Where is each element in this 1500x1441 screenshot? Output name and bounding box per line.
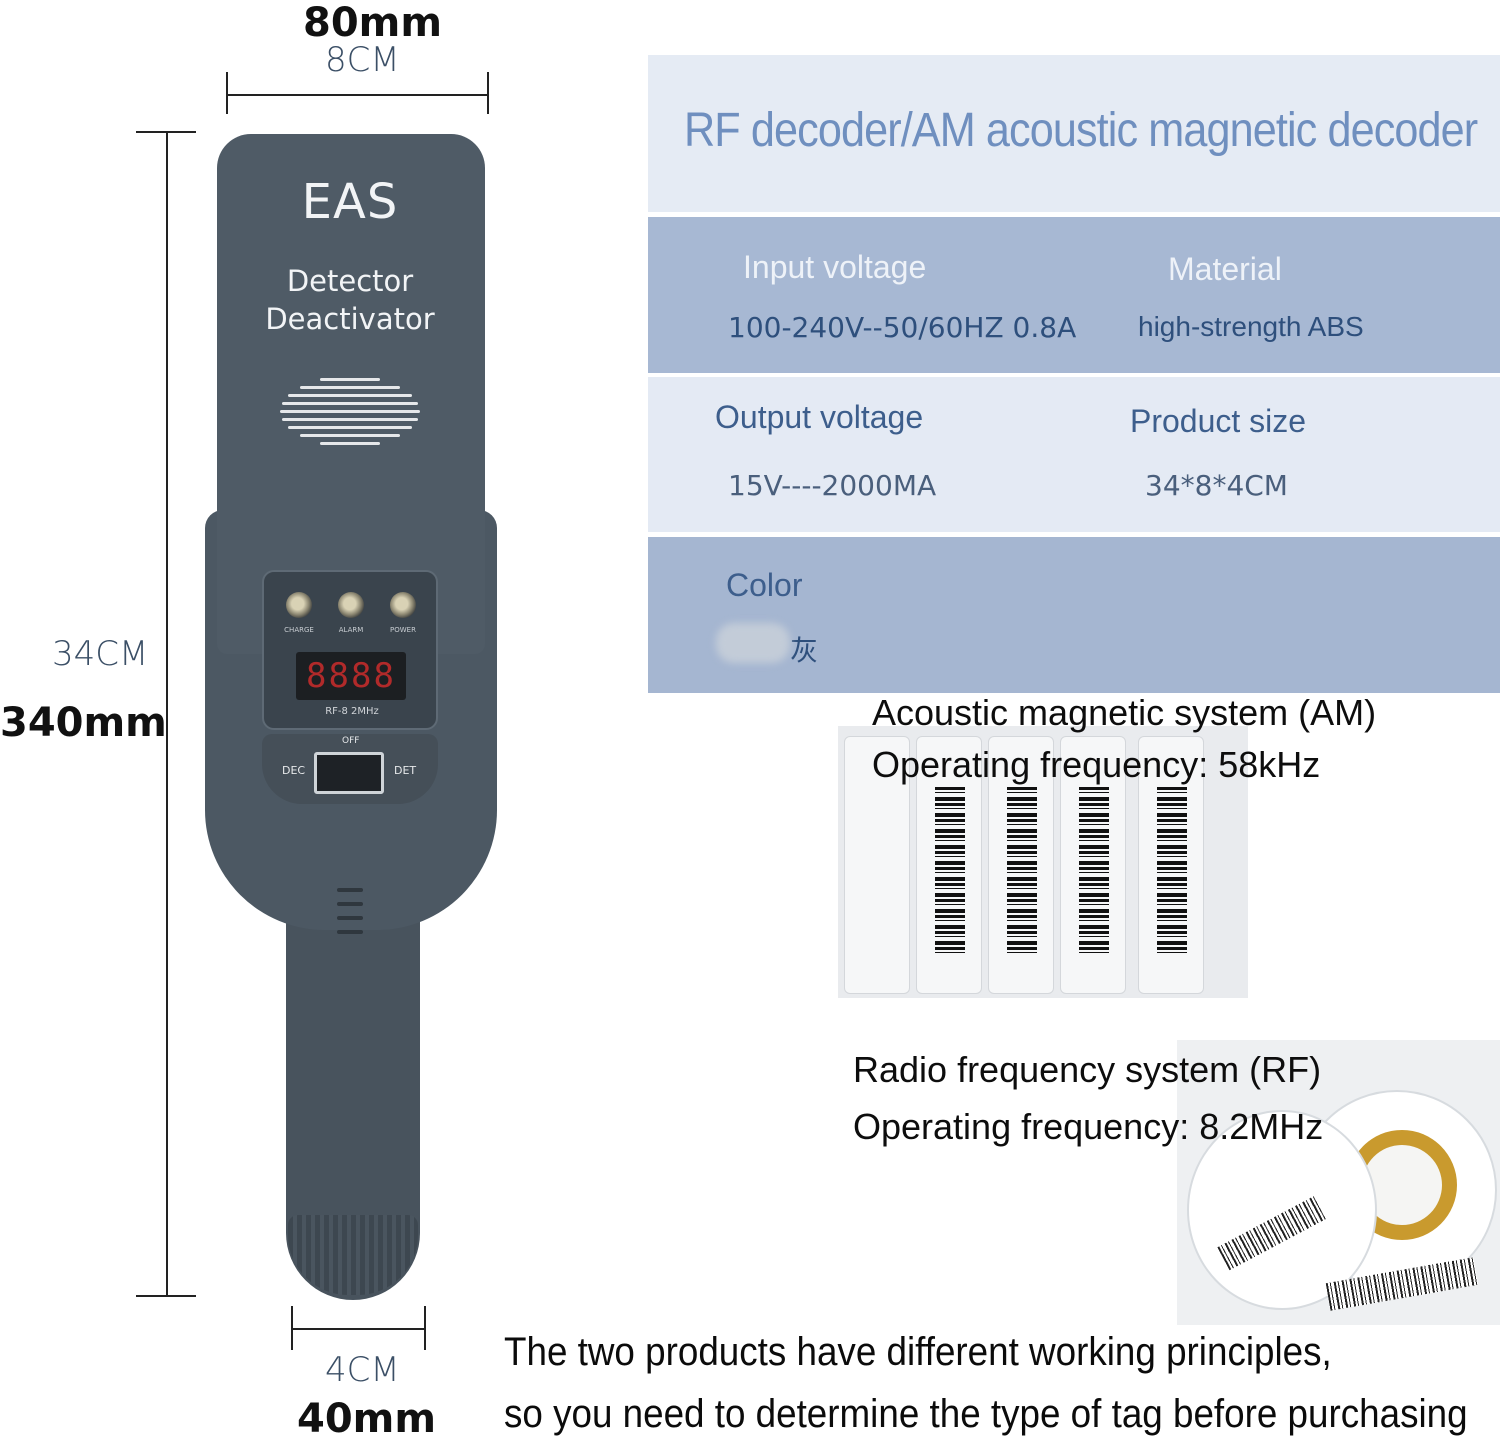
vent-slot-icon (337, 930, 363, 934)
grip-dimension-line (291, 1328, 426, 1330)
material-label: Material (1168, 251, 1282, 287)
am-tag (916, 736, 982, 994)
grip-cm-label: 4CM (325, 1350, 400, 1390)
device-line2: Deactivator (265, 302, 435, 336)
width-dimension-tick-left (226, 72, 228, 114)
vent-slot-icon (337, 888, 363, 892)
power-led-label: POWER (390, 626, 416, 634)
color-label: Color (726, 567, 803, 603)
barcode-icon (935, 787, 965, 957)
grip-dimension-tick-left (291, 1306, 293, 1350)
am-system-line2: Operating frequency: 58kHz (872, 744, 1321, 785)
barcode-icon (1007, 787, 1037, 957)
am-system-line1: Acoustic magnetic system (AM) (872, 692, 1377, 733)
barcode-icon (1079, 787, 1109, 957)
height-dimension-tick-top (136, 131, 196, 133)
barcode-icon (1157, 787, 1187, 957)
width-mm-label: 80mm (303, 0, 443, 46)
height-cm-label: 34CM (52, 634, 149, 674)
speaker-grille-icon (280, 378, 420, 458)
rf-roll-front (1187, 1110, 1377, 1310)
output-voltage-label: Output voltage (715, 399, 924, 435)
am-tag (844, 736, 910, 994)
rf-tag-roll-image (1177, 1040, 1500, 1325)
am-tag (1060, 736, 1126, 994)
output-voltage-value: 15V----2000MA (728, 469, 937, 502)
switch-off-label: OFF (342, 736, 360, 746)
footer-line1: The two products have different working … (504, 1330, 1332, 1374)
height-dimension-line (166, 132, 168, 1296)
device-line1: Detector (286, 264, 414, 298)
am-tags-image (838, 726, 1248, 998)
spec-title: RF decoder/AM acoustic magnetic decoder (684, 104, 1478, 157)
grip-mm-label: 40mm (297, 1396, 437, 1441)
vent-slot-icon (337, 902, 363, 906)
rf-system-line1: Radio frequency system (RF) (853, 1049, 1322, 1090)
charge-led-label: CHARGE (284, 626, 314, 634)
footer-line2: so you need to determine the type of tag… (504, 1392, 1468, 1436)
height-dimension-tick-bottom (136, 1295, 196, 1297)
am-tag (1138, 736, 1204, 994)
alarm-led-label: ALARM (338, 626, 364, 634)
product-size-label: Product size (1130, 403, 1307, 439)
spec-table: RF decoder/AM acoustic magnetic decoder … (648, 55, 1500, 693)
height-mm-label: 340mm (0, 700, 167, 746)
power-led-icon (390, 592, 416, 618)
eas-handheld-deactivator: EAS Detector Deactivator CHARGE ALARM PO… (200, 130, 500, 1300)
rf-system-line2: Operating frequency: 8.2MHz (853, 1106, 1324, 1147)
spec-row-3: Color 灰 (648, 537, 1500, 693)
am-tag (988, 736, 1054, 994)
width-dimension-tick-right (487, 72, 489, 114)
width-cm-label: 8CM (325, 40, 400, 80)
alarm-led-icon (338, 592, 364, 618)
input-voltage-value: 100-240V--50/60HZ 0.8A (728, 311, 1077, 344)
spec-row-2: Output voltage 15V----2000MA Product siz… (648, 377, 1500, 532)
vent-slot-icon (337, 916, 363, 920)
charge-led-icon (286, 592, 312, 618)
spec-title-band: RF decoder/AM acoustic magnetic decoder (648, 55, 1500, 212)
spec-row-1: Input voltage 100-240V--50/60HZ 0.8A Mat… (648, 217, 1500, 373)
color-swatch-blurred (716, 623, 790, 663)
mode-switch (314, 752, 384, 794)
product-size-value: 34*8*4CM (1145, 469, 1288, 502)
color-value: 灰 (790, 634, 819, 667)
mode-switch-area: OFF DEC DET (262, 734, 438, 804)
control-panel: CHARGE ALARM POWER 8888 RF-8 2MHz (262, 570, 438, 730)
grip-dimension-tick-right (424, 1306, 426, 1350)
switch-dec-label: DEC (282, 764, 306, 777)
led-display: 8888 (296, 652, 406, 700)
model-label: RF-8 2MHz (325, 706, 379, 717)
switch-det-label: DET (394, 764, 417, 777)
device-brand: EAS (301, 174, 399, 230)
material-value: high-strength ABS (1138, 311, 1364, 342)
width-dimension-line (226, 94, 489, 96)
input-voltage-label: Input voltage (743, 249, 927, 285)
